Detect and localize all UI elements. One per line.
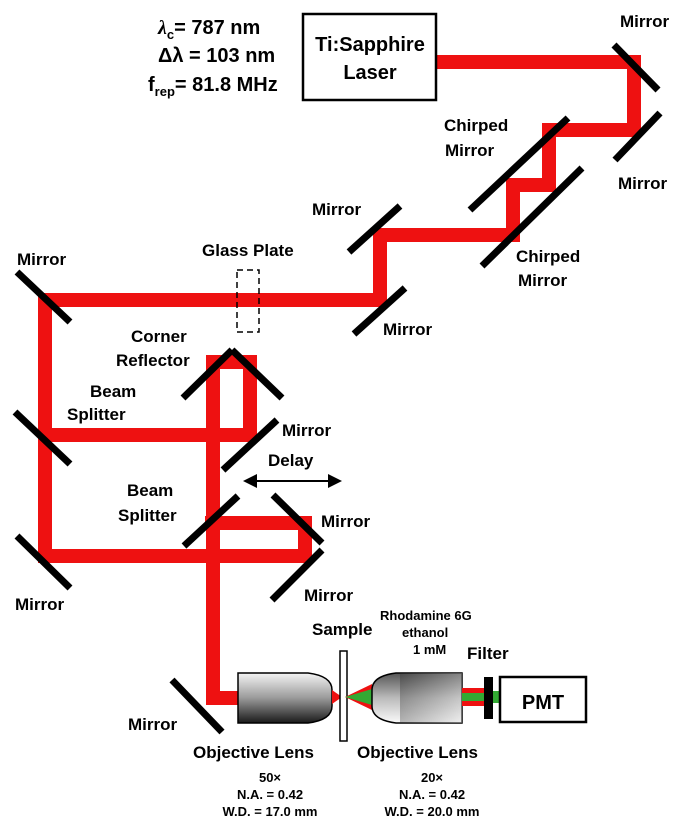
filter	[484, 677, 493, 719]
objective-right-na: N.A. = 0.42	[399, 787, 465, 802]
frep-value: = 81.8 MHz	[175, 74, 278, 96]
label-delay: Delay	[268, 451, 314, 470]
sample-info-line3: 1 mM	[413, 642, 446, 657]
pmt-box	[498, 675, 588, 724]
corner-reflector-left	[180, 347, 235, 401]
mirror-upper-middle	[346, 203, 403, 255]
mirror-topright	[611, 42, 661, 93]
lambda-symbol: λ	[157, 17, 167, 39]
label-mirror-delay-right: Mirror	[321, 512, 371, 531]
mirror-lower-middle	[351, 285, 408, 337]
fluorescence-cone	[345, 684, 372, 710]
label-chirped-lower-1: Chirped	[516, 247, 580, 266]
label-objective-left: Objective Lens	[193, 743, 314, 762]
objective-right-mag: 20×	[421, 770, 443, 785]
beam-splitter-upper	[12, 409, 73, 467]
mirror-corner-side	[220, 417, 280, 473]
objective-left-na: N.A. = 0.42	[237, 787, 303, 802]
beam-splitter-lower	[181, 493, 241, 549]
label-mirror-upper-middle: Mirror	[312, 200, 362, 219]
laser-label-line1: Ti:Sapphire	[315, 34, 425, 56]
mirror-left-top	[14, 269, 73, 325]
laser-label-line2: Laser	[343, 62, 397, 84]
glass-plate	[236, 269, 260, 333]
laser-beam-path	[38, 55, 641, 705]
label-corner-1: Corner	[131, 327, 187, 346]
label-pmt: PMT	[522, 692, 564, 714]
objective-left-wd: W.D. = 17.0 mm	[222, 804, 317, 819]
objective-lens-left	[237, 672, 342, 724]
frep-symbol: f	[148, 74, 155, 96]
mirror-bottom-right	[269, 547, 325, 603]
objective-left-mag: 50×	[259, 770, 281, 785]
beam-delay-arm	[45, 355, 257, 690]
output-beam	[462, 688, 500, 706]
mirror-right-lower	[612, 110, 663, 163]
objective-lens-right	[371, 672, 463, 724]
delay-arrow	[243, 474, 342, 488]
label-beamsplitter-upper-2: Splitter	[67, 405, 126, 424]
label-chirped-upper-1: Chirped	[444, 116, 508, 135]
chirped-mirror-lower	[479, 165, 585, 269]
beam-to-objective	[206, 690, 240, 705]
label-glass-plate: Glass Plate	[202, 241, 294, 260]
mirror-bottom-left	[169, 677, 225, 735]
sample-info-line2: ethanol	[402, 625, 448, 640]
corner-reflector-right	[229, 347, 285, 401]
label-chirped-upper-2: Mirror	[445, 141, 495, 160]
objective-right-wd: W.D. = 20.0 mm	[384, 804, 479, 819]
label-mirror-right: Mirror	[618, 174, 668, 193]
sample-cuvette	[339, 650, 348, 742]
label-mirror-bottom-right: Mirror	[304, 586, 354, 605]
frep-sub: rep	[155, 84, 175, 99]
lambda-value: = 787 nm	[174, 17, 260, 39]
label-corner-2: Reflector	[116, 351, 190, 370]
bandwidth-label: Δλ = 103 nm	[158, 45, 275, 67]
svg-text:λc= 787 nm: λc= 787 nm	[157, 17, 260, 42]
label-objective-right: Objective Lens	[357, 743, 478, 762]
label-beamsplitter-lower-2: Splitter	[118, 506, 177, 525]
label-beamsplitter-lower-1: Beam	[127, 481, 173, 500]
label-mirror-bottom-left: Mirror	[128, 715, 178, 734]
label-mirror-topright: Mirror	[620, 12, 670, 31]
label-beamsplitter-upper-1: Beam	[90, 382, 136, 401]
svg-text:frep= 81.8 MHz: frep= 81.8 MHz	[148, 74, 278, 99]
laser-box	[301, 12, 438, 102]
beam-laser-to-chirped	[38, 55, 641, 563]
lambda-sub: c	[167, 27, 174, 42]
mirror-delay-right	[270, 492, 325, 546]
label-filter: Filter	[467, 644, 509, 663]
label-mirror-lower-middle: Mirror	[383, 320, 433, 339]
mirrors	[12, 42, 663, 735]
label-mirror-corner-side: Mirror	[282, 421, 332, 440]
label-mirror-left-top: Mirror	[17, 250, 67, 269]
mirror-left-bottom	[14, 533, 73, 591]
laser-parameters: λc= 787 nm Δλ = 103 nm frep= 81.8 MHz	[148, 17, 278, 99]
label-chirped-lower-2: Mirror	[518, 271, 568, 290]
sample-info-line1: Rhodamine 6G	[380, 608, 472, 623]
label-mirror-left-bottom: Mirror	[15, 595, 65, 614]
chirped-mirror-upper	[467, 115, 571, 213]
label-sample: Sample	[312, 620, 372, 639]
